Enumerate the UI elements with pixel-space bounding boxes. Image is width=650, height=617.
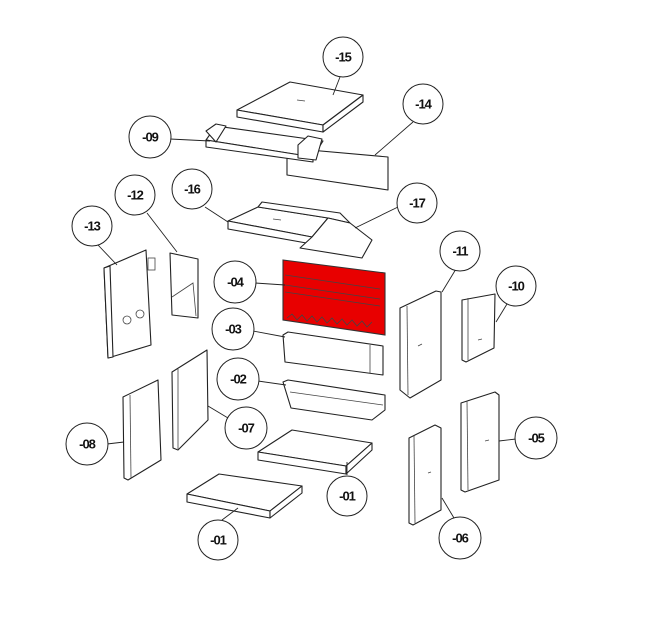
callout-16[interactable]: -16 xyxy=(171,168,213,210)
callout-03[interactable]: -03 xyxy=(211,307,255,351)
part-06-side-brick[interactable] xyxy=(408,424,442,526)
callout-04[interactable]: -04 xyxy=(213,260,257,304)
part-10-side-brick[interactable] xyxy=(461,293,496,363)
part-09-bar[interactable] xyxy=(205,123,324,163)
callout-label: -07 xyxy=(238,421,255,436)
callout-label: -05 xyxy=(528,431,545,446)
callout-01-upper[interactable]: -01 xyxy=(326,475,368,517)
callout-01-lower[interactable]: -01 xyxy=(197,519,239,561)
callout-label: -06 xyxy=(452,531,469,546)
part-05-side-brick[interactable] xyxy=(460,391,500,493)
callout-label: -01 xyxy=(339,489,356,504)
callout-label: -17 xyxy=(409,196,426,211)
part-02-brick[interactable] xyxy=(282,379,386,421)
callout-13[interactable]: -13 xyxy=(71,205,113,247)
part-01-floor-slab-upper[interactable] xyxy=(257,429,373,475)
callout-label: -02 xyxy=(230,372,247,387)
callout-label: -04 xyxy=(227,275,245,290)
part-13-side-panel[interactable] xyxy=(103,249,156,359)
callout-label: -11 xyxy=(452,244,468,259)
part-16-17-baffle[interactable] xyxy=(227,201,373,259)
part-01-floor-slab-lower[interactable] xyxy=(186,473,303,519)
part-15-top-slab[interactable] xyxy=(236,81,364,133)
callout-08[interactable]: -08 xyxy=(65,422,109,466)
callout-09[interactable]: -09 xyxy=(128,115,172,159)
callout-11[interactable]: -11 xyxy=(439,230,481,272)
callout-label: -09 xyxy=(142,130,159,145)
part-07-side-brick[interactable] xyxy=(171,349,209,451)
callout-15[interactable]: -15 xyxy=(322,36,364,78)
callout-label: -12 xyxy=(127,188,144,203)
leader-lines xyxy=(97,76,517,521)
callout-label: -10 xyxy=(508,279,525,294)
callout-label: -01 xyxy=(210,533,227,548)
callout-label: -15 xyxy=(335,50,352,65)
callout-label: -14 xyxy=(415,97,433,112)
callout-14[interactable]: -14 xyxy=(402,83,444,125)
part-03-brick[interactable] xyxy=(282,331,384,376)
callout-label: -16 xyxy=(184,182,201,197)
callout-17[interactable]: -17 xyxy=(396,182,438,224)
callout-06[interactable]: -06 xyxy=(438,516,482,560)
callout-05[interactable]: -05 xyxy=(514,416,558,460)
part-04-back-wall-highlighted[interactable] xyxy=(282,259,386,336)
callout-label: -13 xyxy=(84,219,101,234)
callout-label: -03 xyxy=(225,322,242,337)
callout-12[interactable]: -12 xyxy=(114,174,156,216)
callout-10[interactable]: -10 xyxy=(495,265,537,307)
part-12-side-brick[interactable] xyxy=(169,252,199,319)
part-11-side-brick[interactable] xyxy=(399,290,442,399)
callout-02[interactable]: -02 xyxy=(216,357,260,401)
callout-07[interactable]: -07 xyxy=(224,406,268,450)
part-08-side-brick[interactable] xyxy=(122,379,162,481)
callout-label: -08 xyxy=(79,437,96,452)
